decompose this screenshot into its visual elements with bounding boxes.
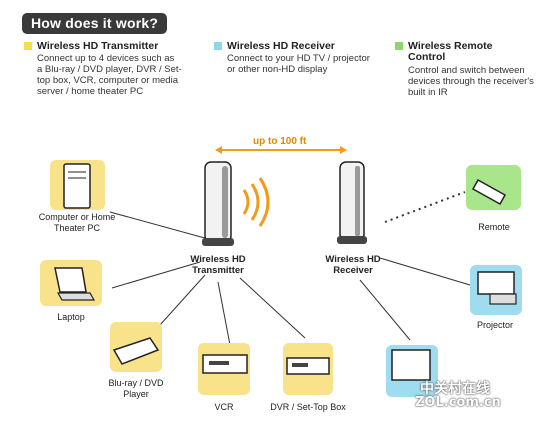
range-arrow-right-head	[340, 146, 347, 154]
laptop-label: Laptop	[57, 312, 85, 322]
projector-tile	[470, 265, 522, 315]
watermark-site: ZOL.com.cn	[415, 395, 501, 410]
page-title: How does it work?	[22, 13, 168, 34]
vcr-tile	[198, 343, 250, 395]
transmitter-label: Wireless HD Transmitter	[190, 254, 246, 276]
legend-transmitter-desc: Connect up to 4 devices such as a Blu-ra…	[37, 53, 182, 97]
legend-remote-desc: Control and switch between devices throu…	[408, 65, 534, 98]
wireless-waves-icon	[242, 177, 270, 227]
line-laptop	[111, 261, 201, 289]
legend-receiver-title: Wireless HD Receiver	[227, 40, 335, 52]
tv-tile	[386, 345, 438, 397]
line-computer	[109, 211, 213, 241]
line-dvr	[239, 277, 306, 339]
line-vcr	[217, 281, 231, 346]
computer-label: Computer or Home Theater PC	[38, 212, 116, 233]
bluray-tile	[110, 322, 162, 372]
line-tv	[359, 279, 411, 341]
range-arrow-left-head	[215, 146, 222, 154]
dvr-tile	[283, 343, 333, 395]
computer-tile	[50, 160, 105, 210]
legend-transmitter-swatch	[24, 42, 32, 50]
remote-label: Remote	[478, 222, 510, 232]
legend-remote-swatch	[395, 42, 403, 50]
legend-receiver-desc: Connect to your HD TV / projector or oth…	[227, 53, 370, 75]
remote-tile	[466, 165, 521, 210]
line-projector	[379, 257, 471, 286]
receiver-label: Wireless HD Receiver	[325, 254, 381, 276]
laptop-tile	[40, 260, 102, 306]
line-remote-ir	[384, 191, 466, 223]
dvr-label: DVR / Set-Top Box	[270, 402, 346, 412]
vcr-label: VCR	[214, 402, 234, 412]
legend-transmitter-title: Wireless HD Transmitter	[37, 40, 159, 52]
watermark-cn: 中关村在线	[420, 381, 490, 397]
legend-remote-title: Wireless Remote Control	[408, 40, 493, 63]
receiver-icon	[337, 161, 367, 244]
transmitter-icon	[202, 161, 234, 246]
legend-receiver-swatch	[214, 42, 222, 50]
line-bluray	[159, 274, 206, 326]
bluray-label: Blu-ray / DVD Player	[108, 378, 164, 399]
range-label: up to 100 ft	[253, 136, 307, 147]
projector-label: Projector	[476, 320, 513, 330]
